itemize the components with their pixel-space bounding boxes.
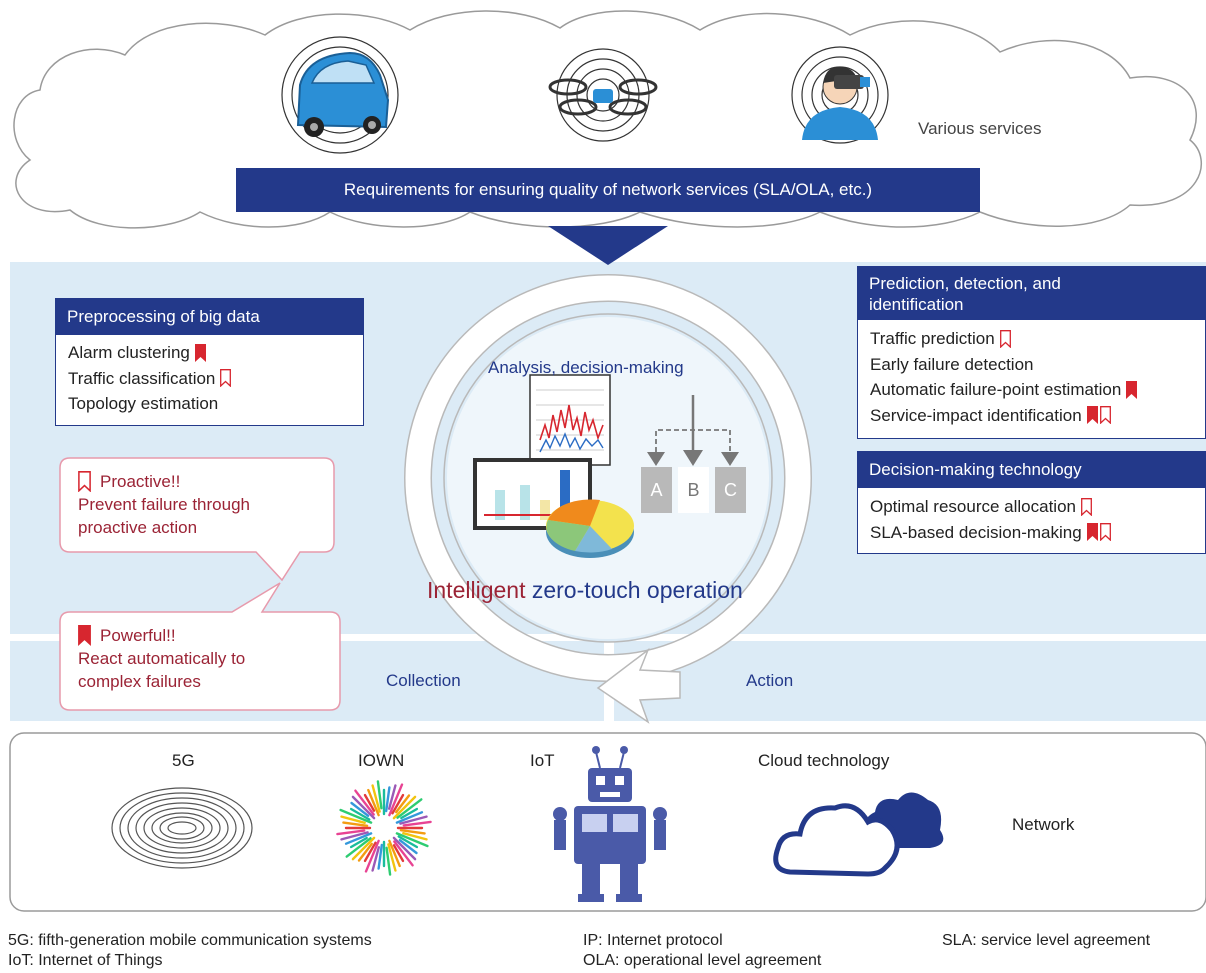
list-item-label: Automatic failure-point estimation xyxy=(870,380,1122,399)
list-item: Early failure detection xyxy=(870,352,1193,378)
list-item-label: Topology estimation xyxy=(68,394,219,413)
list-item: Topology estimation xyxy=(68,391,351,417)
powerful-title: Powerful!! xyxy=(100,626,176,645)
network-item-iot-label: IoT xyxy=(530,751,555,770)
action-band xyxy=(614,641,1206,721)
network-item-iown-label: IOWN xyxy=(358,751,405,770)
list-item-label: Optimal resource allocation xyxy=(870,497,1076,516)
proactive-flag-icon xyxy=(220,369,232,388)
powerful-flag-icon xyxy=(194,343,206,362)
footnote-sla: SLA: service level agreement xyxy=(942,932,1151,949)
footnote-ola: OLA: operational level agreement xyxy=(583,952,822,969)
option-c-label: C xyxy=(724,480,737,500)
proactive-flag-icon xyxy=(1099,406,1111,425)
action-label: Action xyxy=(746,671,794,690)
powerful-flag-icon xyxy=(1086,523,1098,542)
proactive-callout-bubble xyxy=(59,457,335,582)
option-a-label: A xyxy=(650,480,663,500)
network-item-cloud-label: Cloud technology xyxy=(758,751,890,770)
vr-user-icon xyxy=(791,46,889,144)
decision-flow-illustration xyxy=(641,395,746,513)
list-item-label: Traffic prediction xyxy=(870,329,995,348)
powerful-flag-icon xyxy=(1086,406,1098,425)
cloud-icon xyxy=(773,792,944,877)
list-item: Traffic classification xyxy=(68,366,351,392)
option-b-label: B xyxy=(687,480,700,500)
drone-icon xyxy=(548,48,658,142)
list-item-label: SLA-based decision-making xyxy=(870,522,1082,542)
powerful-callout-text: Powerful!! React automatically to comple… xyxy=(78,624,245,693)
decision-title-text: Decision-making technology xyxy=(869,460,1082,479)
prediction-title-line2: identification xyxy=(869,295,964,314)
various-services-label: Various services xyxy=(918,119,1042,138)
list-item-label: Early failure detection xyxy=(870,354,1034,374)
title-zero-touch: zero-touch operation xyxy=(531,577,743,603)
powerful-flag-icon xyxy=(78,625,91,646)
list-item-label: Service-impact identification xyxy=(870,405,1082,425)
powerful-line2: React automatically to xyxy=(78,649,246,668)
footnote-ip: IP: Internet protocol xyxy=(583,932,723,949)
requirements-down-arrow xyxy=(548,226,668,265)
powerful-flag-icon xyxy=(1126,380,1138,399)
list-item: Automatic failure-point estimation xyxy=(870,377,1193,403)
list-item: Optimal resource allocation xyxy=(870,494,1193,520)
network-label: Network xyxy=(1012,815,1075,834)
option-c-box xyxy=(715,467,746,513)
prediction-panel-title: Prediction, detection, and identificatio… xyxy=(857,266,1206,319)
proactive-flag-icon xyxy=(1081,497,1092,516)
car-icon xyxy=(281,36,399,154)
preprocessing-title-text: Preprocessing of big data xyxy=(67,307,260,326)
footnote-iot: IoT: Internet of Things xyxy=(8,952,163,969)
proactive-flag-icon xyxy=(999,329,1011,348)
proactive-line3: proactive action xyxy=(78,518,198,537)
proactive-line2: Prevent failure through xyxy=(78,495,250,514)
robot-icon xyxy=(553,746,667,902)
powerful-callout-bubble xyxy=(59,582,341,711)
powerful-line3: complex failures xyxy=(78,672,201,691)
starburst-icon xyxy=(336,780,432,876)
footnote-5g: 5G: fifth-generation mobile communicatio… xyxy=(8,932,372,949)
intelligent-zero-touch-title: Intelligent zero-touch operation xyxy=(427,577,743,604)
list-item-label: Traffic classification xyxy=(68,368,216,388)
proactive-title: Proactive!! xyxy=(100,472,181,491)
list-item: Traffic prediction xyxy=(870,326,1193,352)
collection-label: Collection xyxy=(386,671,461,690)
concentric-ellipses-icon xyxy=(111,787,253,869)
prediction-title-line1: Prediction, detection, and xyxy=(869,274,1061,293)
network-item-5g-label: 5G xyxy=(172,751,195,770)
requirements-banner-text: Requirements for ensuring quality of net… xyxy=(343,180,873,199)
list-item: SLA-based decision-making xyxy=(870,520,1193,546)
option-a-box xyxy=(641,467,672,513)
list-item: Service-impact identification xyxy=(870,403,1193,429)
requirements-banner: Requirements for ensuring quality of net… xyxy=(236,168,980,212)
preprocessing-panel-title: Preprocessing of big data xyxy=(55,298,364,334)
decision-panel-title: Decision-making technology xyxy=(857,451,1206,487)
option-b-box xyxy=(678,467,709,513)
cycle-ring xyxy=(404,274,812,724)
title-intelligent: Intelligent xyxy=(427,577,526,603)
cycle-arrowhead xyxy=(596,647,681,724)
list-item: Alarm clustering xyxy=(68,340,351,366)
proactive-flag-icon xyxy=(1099,523,1111,542)
proactive-callout-text: Proactive!! Prevent failure through proa… xyxy=(78,470,250,539)
charts-illustration xyxy=(473,374,634,558)
analysis-label: Analysis, decision-making xyxy=(488,358,684,377)
proactive-flag-icon xyxy=(78,471,91,492)
list-item-label: Alarm clustering xyxy=(68,343,190,362)
